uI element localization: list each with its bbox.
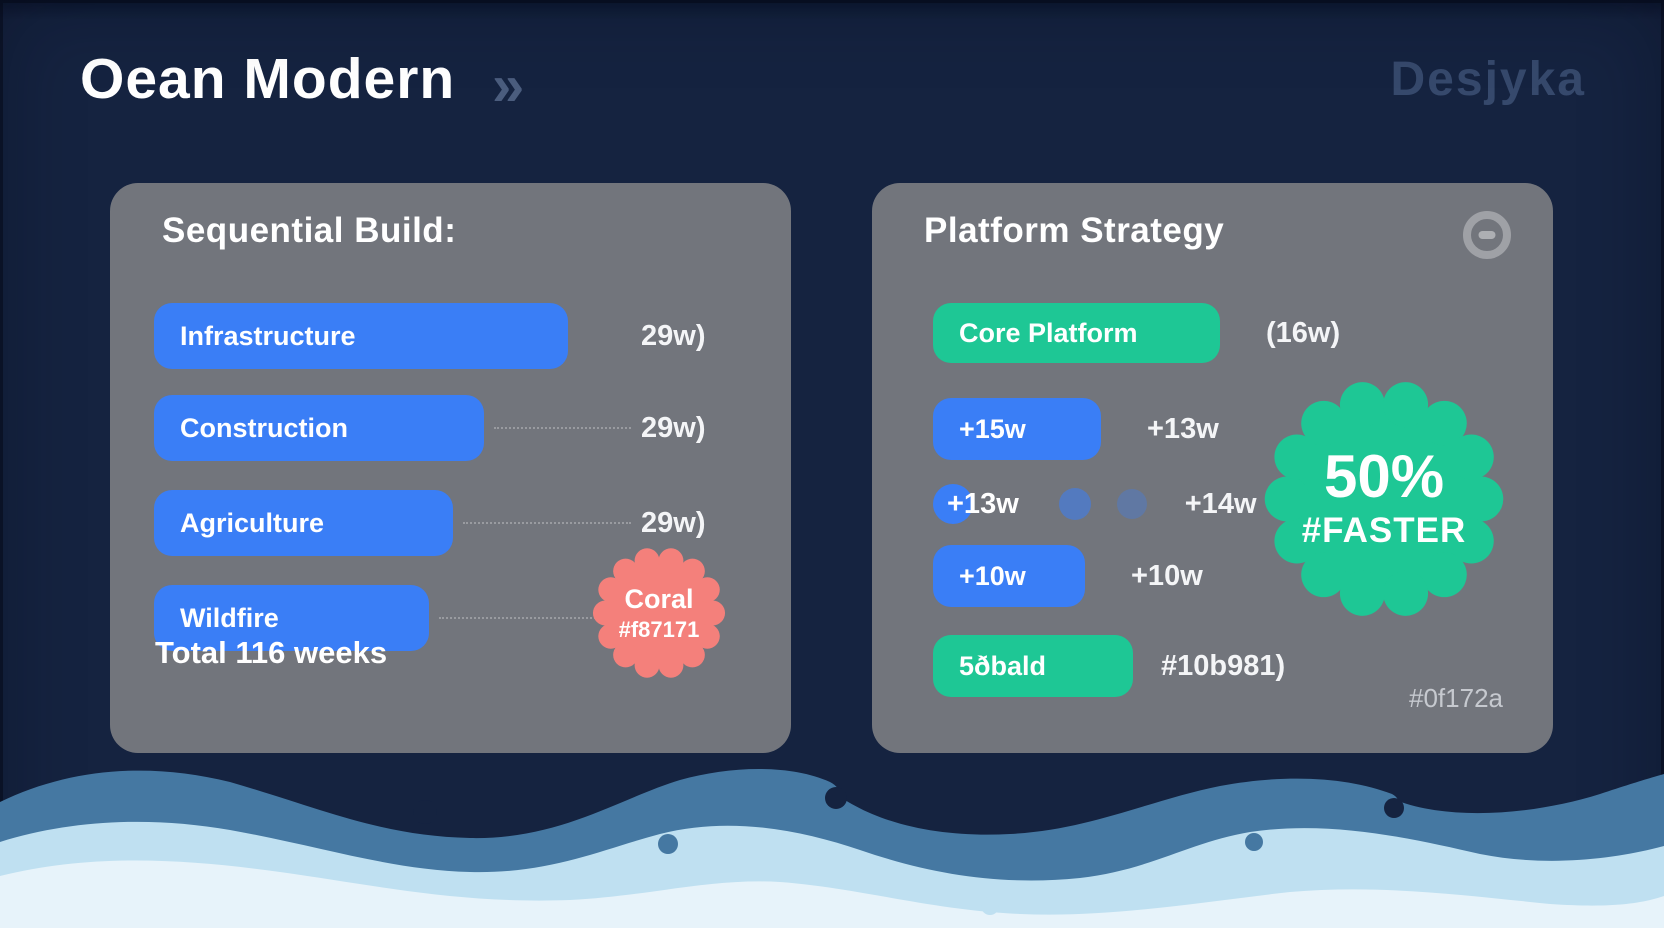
strategy-row: Core Platform (16w) (933, 303, 1513, 363)
row-connector (439, 617, 631, 619)
faded-dot-icon (1058, 488, 1091, 520)
duration-label: 29w) (641, 506, 706, 539)
ocean-waves-illustration (0, 769, 1664, 928)
timeline-bar-infrastructure: Infrastructure (154, 303, 568, 369)
row-connector (463, 522, 631, 524)
duration-label: +13w (1147, 412, 1219, 445)
duration-label: +10w (1131, 559, 1203, 592)
faster-badge-label: #FASTER (1301, 511, 1467, 550)
coral-badge: Coral #f87171 (592, 546, 726, 680)
brand-watermark: Desjyka (1390, 53, 1586, 106)
faded-dot-icon (1116, 489, 1147, 519)
dot-row-label: +13w (947, 487, 1019, 520)
right-card-title: Platform Strategy (924, 211, 1225, 250)
timeline-bar-construction: Construction (154, 395, 484, 461)
faster-badge-text: 50% #FASTER (1263, 378, 1505, 620)
timeline-row: Agriculture 29w) (154, 490, 751, 556)
wave-curl-notch (413, 800, 437, 824)
wave-curl-notch (981, 897, 999, 915)
page-title: Oean Modern (80, 47, 456, 111)
scallop-shape-icon (1264, 382, 1504, 616)
coral-badge-title: Coral (624, 583, 694, 614)
platform-strategy-card: Platform Strategy Core Platform (16w) +1… (872, 183, 1553, 753)
bar-plus-10w: +10w (933, 545, 1085, 607)
hex-footnote: #0f172a (1409, 683, 1503, 713)
wave-curl-notch (1245, 833, 1263, 851)
wave-curl-notch (825, 787, 847, 809)
duration-label: +14w (1184, 487, 1257, 520)
sequential-build-card: Sequential Build: Infrastructure 29w) Co… (110, 183, 791, 753)
strategy-row-dots: +13w +14w (933, 483, 1513, 525)
timeline-bar-wildfire: Wildfire (154, 585, 429, 651)
timeline-bar-agriculture: Agriculture (154, 490, 453, 556)
duration-label: (16w) (1266, 316, 1341, 349)
minus-circle-icon[interactable] (1463, 211, 1511, 259)
left-card-title: Sequential Build: (162, 211, 457, 250)
strategy-row: +10w +10w (933, 545, 1513, 607)
faster-badge: 50% #FASTER (1263, 378, 1505, 620)
faster-badge-percent: 50% (1323, 443, 1445, 510)
row-connector (494, 427, 631, 429)
timeline-row: Wildfire (154, 585, 751, 651)
strategy-row: +15w +13w (933, 398, 1513, 460)
strategy-row: 5ðbald #10b981) (933, 635, 1513, 697)
timeline-row: Infrastructure 29w) (154, 303, 751, 369)
timeline-row: Construction 29w) (154, 395, 751, 461)
duration-label: 29w) (641, 411, 706, 444)
coral-badge-hex: #f87171 (618, 616, 700, 642)
duration-label: 29w) (641, 319, 706, 352)
coral-badge-text: Coral #f87171 (592, 546, 726, 680)
wave-curl-notch (658, 834, 678, 854)
blue-dot-icon (933, 484, 973, 524)
bar-plus-15w: +15w (933, 398, 1101, 460)
wave-curl-notch (1384, 798, 1404, 818)
bar-core-platform: Core Platform (933, 303, 1220, 363)
chevron-right-icon: » (492, 53, 525, 118)
bar-50bald: 5ðbald (933, 635, 1133, 697)
duration-label: #10b981) (1161, 649, 1286, 682)
scallop-shape-icon (592, 548, 726, 678)
total-weeks-label: Total 116 weeks (155, 635, 388, 670)
